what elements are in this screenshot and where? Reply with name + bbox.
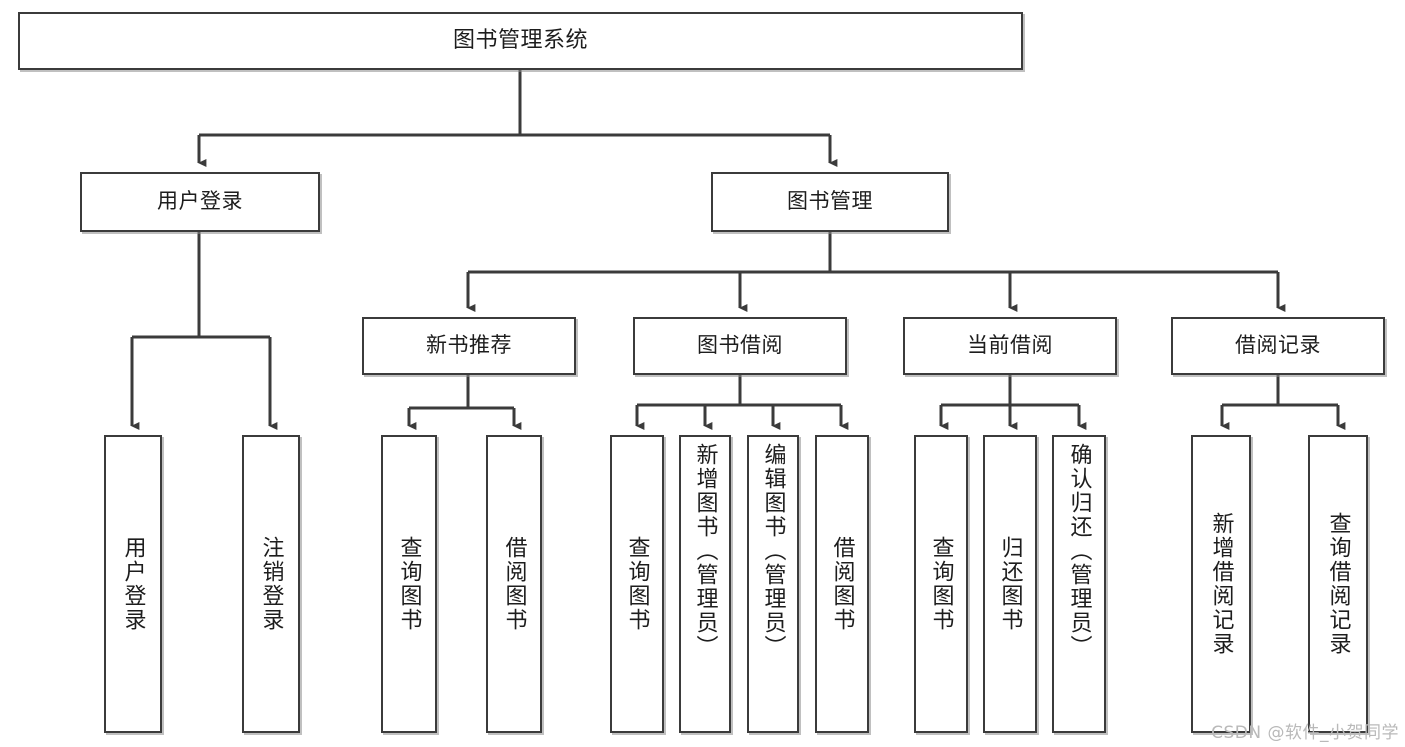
node-label: 借阅记录 — [1235, 333, 1321, 358]
node-label: 借阅图书 — [829, 536, 855, 632]
leaf-query-book-1[interactable]: 查询图书 — [381, 435, 437, 733]
node-label: 当前借阅 — [967, 333, 1053, 358]
node-label: 查询图书 — [928, 536, 954, 632]
leaf-return-book[interactable]: 归还图书 — [983, 435, 1037, 733]
node-book-borrow[interactable]: 图书借阅 — [633, 317, 847, 375]
node-label: 注销登录 — [258, 536, 284, 632]
leaf-borrow-book-2[interactable]: 借阅图书 — [815, 435, 869, 733]
node-label: 用户登录 — [157, 189, 243, 214]
node-label: 查询图书 — [396, 536, 422, 632]
node-label: 查询图书 — [624, 536, 650, 632]
leaf-query-record[interactable]: 查询借阅记录 — [1308, 435, 1368, 733]
node-label: 借阅图书 — [501, 536, 527, 632]
node-label: 新书推荐 — [426, 333, 512, 358]
node-label: 编辑图书（管理员） — [760, 443, 786, 659]
node-borrow-record[interactable]: 借阅记录 — [1171, 317, 1385, 375]
node-book-management[interactable]: 图书管理 — [711, 172, 949, 232]
leaf-query-book-3[interactable]: 查询图书 — [914, 435, 968, 733]
node-label: 新增借阅记录 — [1208, 512, 1234, 656]
node-current-borrow[interactable]: 当前借阅 — [903, 317, 1117, 375]
node-label: 确认归还（管理员） — [1066, 443, 1092, 659]
leaf-user-login[interactable]: 用户登录 — [104, 435, 162, 733]
watermark-text: CSDN @软件_小贺同学 — [1211, 723, 1399, 743]
leaf-borrow-book-1[interactable]: 借阅图书 — [486, 435, 542, 733]
node-label: 新增图书（管理员） — [692, 443, 718, 659]
node-user-login[interactable]: 用户登录 — [80, 172, 320, 232]
leaf-add-book[interactable]: 新增图书（管理员） — [679, 435, 731, 733]
node-label: 归还图书 — [997, 536, 1023, 632]
node-root-system[interactable]: 图书管理系统 — [18, 12, 1023, 70]
node-label: 图书管理 — [787, 189, 873, 214]
leaf-add-record[interactable]: 新增借阅记录 — [1191, 435, 1251, 733]
node-new-book-recommend[interactable]: 新书推荐 — [362, 317, 576, 375]
node-label: 图书管理系统 — [452, 28, 588, 54]
leaf-confirm-return[interactable]: 确认归还（管理员） — [1052, 435, 1106, 733]
node-label: 用户登录 — [120, 536, 146, 632]
node-label: 图书借阅 — [697, 333, 783, 358]
leaf-edit-book[interactable]: 编辑图书（管理员） — [747, 435, 799, 733]
node-label: 查询借阅记录 — [1325, 512, 1351, 656]
leaf-query-book-2[interactable]: 查询图书 — [610, 435, 664, 733]
leaf-logout[interactable]: 注销登录 — [242, 435, 300, 733]
